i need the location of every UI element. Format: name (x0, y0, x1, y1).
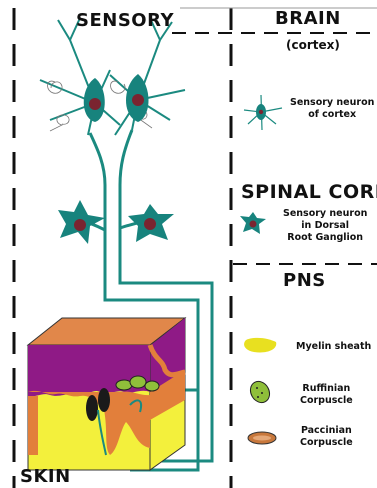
cortex-subheading: (cortex) (286, 38, 340, 52)
drg-neuron-legend-icon (240, 212, 266, 234)
drg-neurons (58, 200, 174, 244)
spinal-cord-heading: SPINAL CORD (241, 181, 377, 203)
legend-paccinian-corpuscle: Paccinian Corpuscle (300, 425, 353, 449)
skin-heading: SKIN (20, 466, 71, 487)
legend-sensory-neuron-cortex: Sensory neuron of cortex (290, 97, 374, 121)
myelin-sheath-icon (244, 338, 276, 353)
legend-ruffinian-corpuscle: Ruffinian Corpuscle (300, 383, 353, 407)
cortex-neurons (40, 18, 185, 135)
cortex-neuron-legend-icon (244, 95, 282, 130)
paccinian-corpuscle-icon (248, 432, 276, 444)
brain-heading: BRAIN (275, 8, 341, 29)
legend-sensory-neuron-drg: Sensory neuron in Dorsal Root Ganglion (283, 208, 367, 244)
legend-icons (240, 95, 282, 444)
pns-heading: PNS (283, 270, 326, 291)
ruffinian-corpuscle-icon (247, 378, 274, 406)
sensory-heading: SENSORY (76, 10, 174, 31)
legend-myelin-sheath: Myelin sheath (296, 341, 371, 353)
